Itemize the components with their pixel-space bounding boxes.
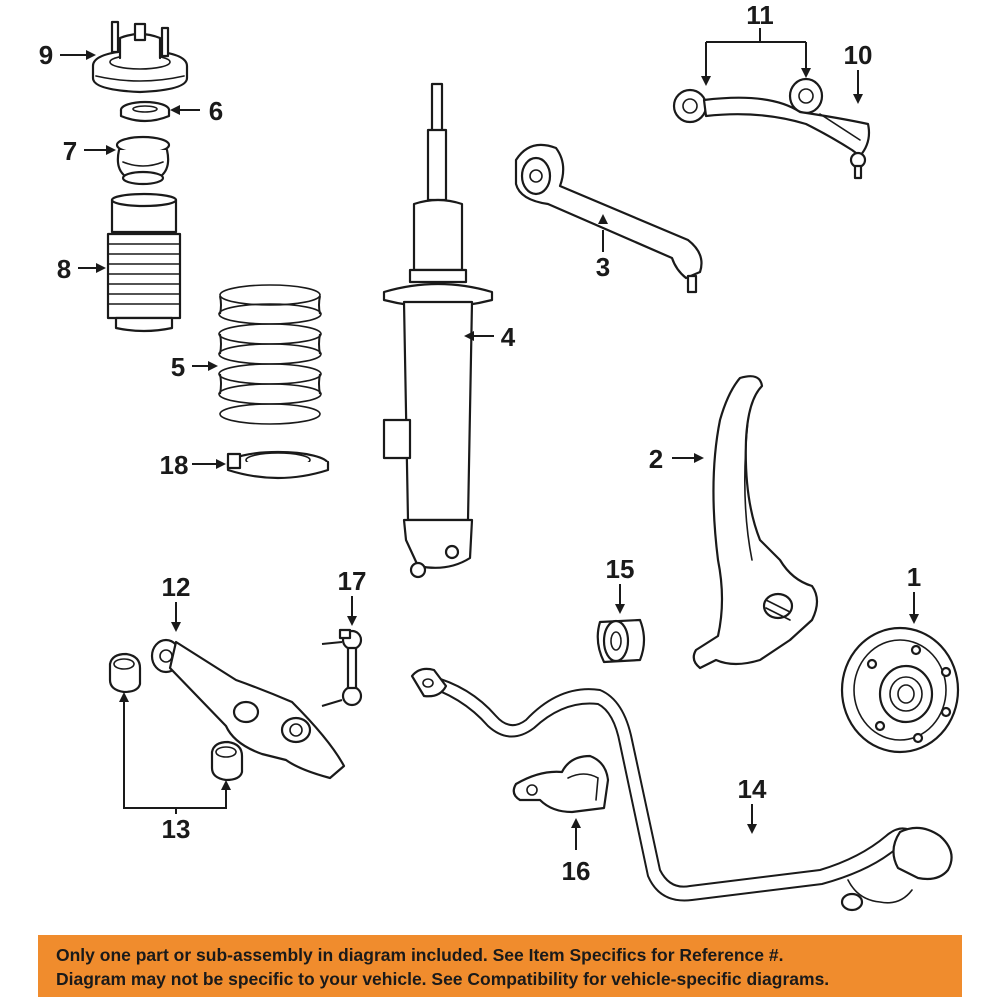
disclaimer-banner: Only one part or sub-assembly in diagram… [38,935,962,997]
leader-lines [60,28,919,850]
part-4-strut [382,82,494,579]
callout-5: 5 [171,352,185,382]
callout-11: 11 [746,0,774,30]
callout-13: 13 [162,814,191,844]
part-7-upper-seat [115,135,171,186]
callout-15: 15 [606,554,635,584]
disclaimer-line-1: Only one part or sub-assembly in diagram… [56,945,784,965]
part-13-bushings [108,652,244,782]
callout-12: 12 [162,572,191,602]
callout-17: 17 [338,566,367,596]
callout-2: 2 [649,444,663,474]
part-8-dust-boot [106,192,182,333]
callout-16: 16 [562,856,591,886]
callout-1: 1 [907,562,921,592]
callout-14: 14 [738,774,767,804]
part-18-spring-isolator [226,450,330,480]
part-10-upper-control-arm [672,77,871,180]
callout-6: 6 [209,96,223,126]
part-3-control-arm [514,143,703,294]
part-9-strut-mount [91,20,189,94]
callout-18: 18 [160,450,189,480]
disclaimer-line-2: Diagram may not be specific to your vehi… [56,969,830,989]
part-15-stabilizer-bushing [596,618,646,664]
part-14-stabilizer-bar [410,667,953,912]
part-1-hub-bearing [840,626,960,754]
suspension-exploded-diagram: 1 2 3 4 5 6 7 8 9 10 11 12 13 14 15 16 1… [39,0,960,912]
callout-4: 4 [501,322,516,352]
callout-10: 10 [844,40,873,70]
callout-8: 8 [57,254,71,284]
part-2-steering-knuckle [692,375,819,670]
part-6-bearing [119,100,171,123]
callout-7: 7 [63,136,77,166]
callout-9: 9 [39,40,53,70]
part-16-stabilizer-bracket [512,754,610,814]
part-12-lower-control-arm [150,638,346,780]
part-17-stabilizer-link [321,628,363,707]
callout-3: 3 [596,252,610,282]
part-5-coil-spring [218,284,322,425]
callout-labels: 1 2 3 4 5 6 7 8 9 10 11 12 13 14 15 16 1… [39,0,921,886]
